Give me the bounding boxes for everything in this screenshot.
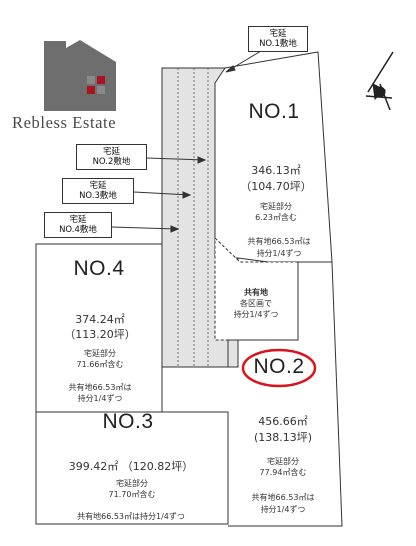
callout-no2-line1: 宅延 [102, 147, 120, 157]
lot-no3-outline [35, 411, 229, 525]
lot-no1-road-value: 6.23㎡含む [255, 213, 297, 222]
callout-no1-line2: NO.1敷地 [259, 39, 297, 49]
logo-house-icon [44, 40, 116, 111]
callout-no1: 宅延 NO.1敷地 [248, 26, 308, 52]
callout-no4-line2: NO.4敷地 [59, 225, 97, 235]
driveway-lot-lines [177, 68, 209, 367]
callout-no3: 宅延 NO.3敷地 [62, 178, 134, 204]
logo-text: Rebless Estate [12, 113, 117, 132]
callout-no4: 宅延 NO.4敷地 [44, 212, 112, 238]
north-arrow-icon [365, 51, 394, 111]
common-land-line2: 持分1/4ずつ [233, 310, 279, 319]
lot-no3-common: 共有地66.53㎡は持分1/4ずつ [77, 512, 185, 521]
lot-no2-road-label: 宅延部分 [267, 457, 299, 466]
lot-no3-label: NO.3 [102, 410, 154, 433]
callout-no1-line1: 宅延 [269, 29, 287, 39]
lot-no4-road-value: 71.66㎡含む [76, 360, 124, 369]
lot-no3-road-value: 71.70㎡含む [108, 490, 156, 499]
lot-no4-tsubo: （113.20坪） [64, 328, 136, 341]
callout-no2-line2: NO.2敷地 [92, 157, 131, 167]
lot-no3-road-label: 宅延部分 [116, 479, 148, 488]
no2-highlight-ellipse [241, 348, 317, 388]
lot-no1-label: NO.1 [248, 100, 300, 123]
lot-no1-area: 346.13㎡ [251, 164, 301, 177]
lot-no2-area: 456.66㎡ [258, 415, 308, 428]
common-land-title: 共有地 [244, 288, 268, 297]
lot-no2-outline [162, 261, 343, 527]
lot-no1-outline [224, 51, 333, 263]
lot-no4-area: 374.24㎡ [75, 313, 125, 326]
lot-no2-common-1: 共有地66.53㎡は [251, 493, 315, 502]
lot-no2-road-value: 77.94㎡含む [259, 468, 307, 477]
callout-no3-line2: NO.3敷地 [79, 191, 117, 201]
callout-no4-line1: 宅延 [69, 215, 87, 225]
lot-no4-common-2: 持分1/4ずつ [77, 394, 123, 403]
lot-no4-common-1: 共有地66.53㎡は [68, 383, 132, 392]
lot-no1-tsubo: （104.70坪） [240, 180, 312, 193]
lot-no3-area: 399.42㎡ （120.82坪） [68, 460, 194, 473]
lot-no1-road-label: 宅延部分 [260, 202, 292, 211]
common-land-line1: 各区画で [240, 299, 272, 308]
callout-no2: 宅延 NO.2敷地 [76, 144, 147, 170]
callout-leaders [111, 47, 267, 233]
lot-no1-common-2: 持分1/4ずつ [256, 249, 302, 258]
lot-no4-road-label: 宅延部分 [84, 349, 116, 358]
lot-no4-label: NO.4 [73, 257, 125, 280]
lot-no1-common-1: 共有地66.53㎡は [247, 237, 311, 246]
lot-no2-tsubo: (138.13坪) [253, 431, 313, 444]
lot-no2-common-2: 持分1/4ずつ [260, 505, 306, 514]
lot-no2-label: NO.2 [253, 355, 305, 378]
callout-no3-line1: 宅延 [89, 181, 107, 191]
